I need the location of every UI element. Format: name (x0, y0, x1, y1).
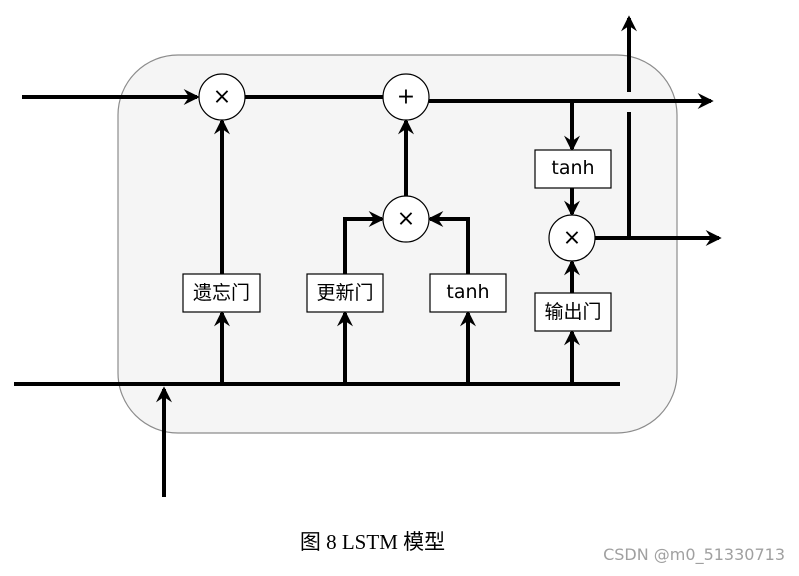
multiply-icon: × (213, 85, 231, 110)
update-gate-output-arrow (343, 211, 385, 274)
forget-gate-box: 遗忘门 (182, 273, 261, 313)
figure-caption: 图 8 LSTM 模型 (299, 530, 446, 554)
forget-gate-label: 遗忘门 (193, 282, 250, 304)
cell-tanh-label: tanh (551, 157, 594, 179)
update-multiply-node: × (382, 195, 430, 243)
update-gate-label: 更新门 (316, 282, 373, 304)
output-gate-label: 输出门 (544, 301, 601, 323)
candidate-tanh-label: tanh (446, 281, 489, 303)
multiply-icon: × (563, 226, 581, 251)
plus-icon: + (397, 85, 415, 110)
watermark: CSDN @m0_51330713 (603, 545, 785, 564)
update-gate-box: 更新门 (306, 273, 384, 313)
output-gate-box: 输出门 (534, 292, 612, 332)
multiply-icon: × (397, 207, 415, 232)
candidate-tanh-box: tanh (429, 273, 507, 313)
candidate-output-arrow (427, 211, 470, 274)
forget-multiply-node: × (198, 73, 246, 121)
cell-tanh-box: tanh (534, 149, 612, 189)
add-node: + (382, 73, 430, 121)
output-multiply-node: × (548, 214, 596, 262)
